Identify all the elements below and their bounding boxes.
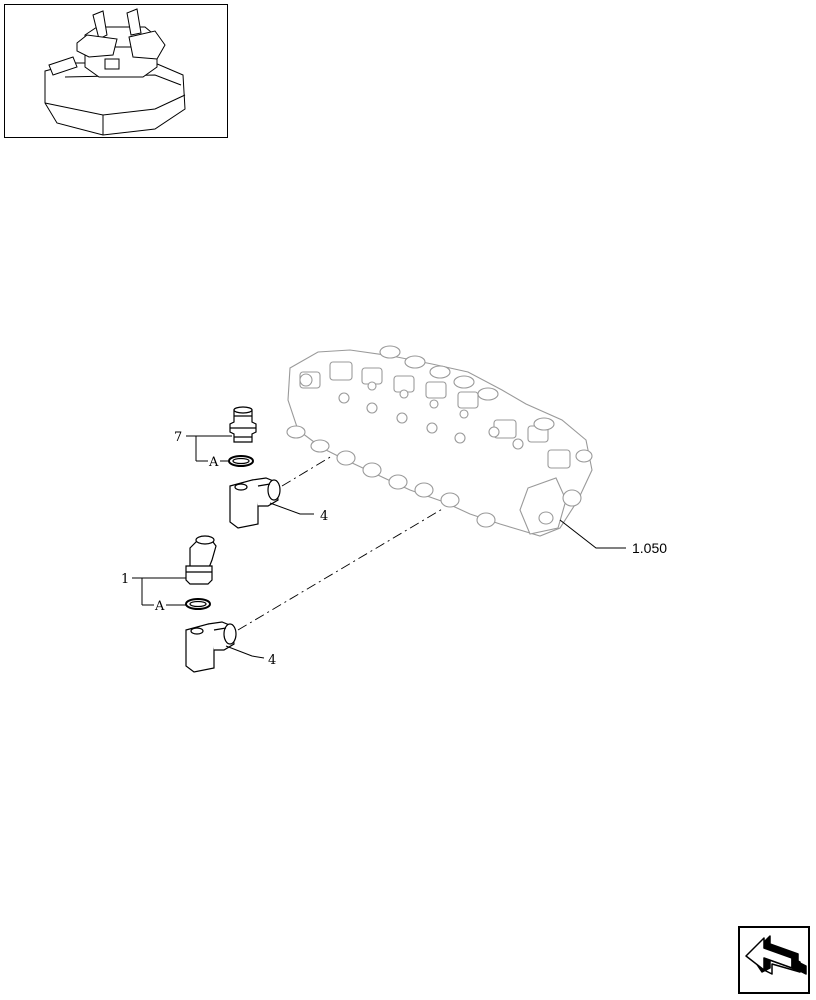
callout-kit-a-upper: A xyxy=(208,455,219,470)
control-valve-illustration xyxy=(286,345,593,537)
callout-valve-reference: 1.050 xyxy=(632,540,667,556)
return-navigation-button[interactable] xyxy=(738,926,810,994)
return-arrow-icon xyxy=(745,935,807,975)
callout-item-4-upper: 4 xyxy=(320,509,328,524)
machine-thumbnail-icon xyxy=(44,8,186,136)
callout-item-1: 1 xyxy=(121,572,129,587)
callout-leaders xyxy=(132,435,626,659)
callout-item-4-lower: 4 xyxy=(268,653,276,668)
fitting-assembly-upper xyxy=(228,406,281,529)
assembly-guide-lines xyxy=(237,455,445,631)
thumbnail-frame xyxy=(4,4,228,138)
callout-item-7: 7 xyxy=(174,430,182,445)
fitting-assembly-lower xyxy=(185,535,237,673)
callout-kit-a-lower: A xyxy=(154,599,165,614)
